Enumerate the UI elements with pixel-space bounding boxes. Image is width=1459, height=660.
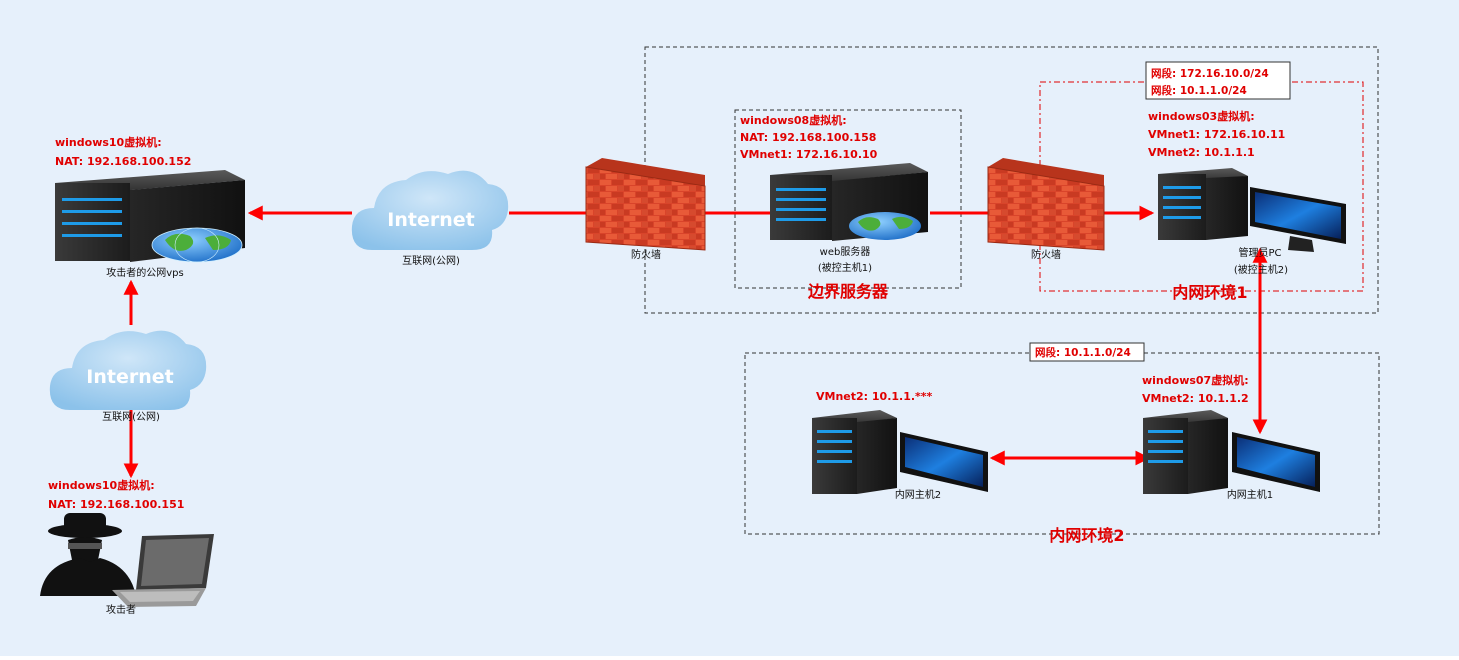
attacker-caption: 攻击者 (106, 603, 136, 616)
cloud-internet-top-icon (351, 170, 509, 250)
vps-caption: 攻击者的公网vps (106, 266, 183, 279)
zone-border-title: 边界服务器 (807, 282, 889, 301)
host2-vmnet2-ip: VMnet2: 10.1.1.*** (816, 390, 933, 403)
intranet-host-1-icon (1143, 410, 1320, 494)
admin-vmnet1-ip: VMnet1: 172.16.10.11 (1148, 128, 1285, 141)
web-caption: web服务器 (820, 245, 871, 258)
hacker-icon (40, 513, 136, 596)
zone2-title: 内网环境2 (1049, 526, 1124, 545)
laptop-icon (112, 534, 214, 607)
admin-vmnet2-ip: VMnet2: 10.1.1.1 (1148, 146, 1255, 159)
cloud-internet-left-icon (49, 330, 207, 410)
segment-tag-box-1 (1145, 61, 1291, 100)
attacker-vps-server-icon (55, 170, 245, 263)
attacker-nat-ip: NAT: 192.168.100.151 (48, 498, 184, 511)
host2-caption: 内网主机2 (895, 488, 941, 501)
host1-caption: 内网主机1 (1227, 488, 1273, 501)
globe-icon (151, 227, 243, 263)
attacker-vm-title: windows10虚拟机: (48, 478, 155, 492)
cloud-left-label: Internet (86, 366, 173, 388)
web-vm-title: windows08虚拟机: (740, 113, 847, 127)
segment-tag-box-3 (1029, 342, 1145, 362)
vps-vm-title: windows10虚拟机: (55, 135, 162, 149)
cloud-left-caption: 互联网(公网) (102, 411, 160, 423)
admin-vm-title: windows03虚拟机: (1148, 109, 1255, 123)
globe-icon (849, 212, 921, 240)
web-server-icon (770, 163, 928, 241)
firewall-1-caption: 防火墙 (631, 248, 661, 261)
host1-vm-title: windows07虚拟机: (1142, 373, 1249, 387)
admin-caption-2: (被控主机2) (1234, 263, 1288, 276)
monitor-icon (900, 432, 988, 492)
web-server-box (734, 109, 962, 289)
segment-tag-1: 网段: 172.16.10.0/24 (1151, 67, 1269, 80)
admin-caption: 管理员PC (1238, 246, 1281, 259)
web-nat-ip: NAT: 192.168.100.158 (740, 131, 876, 144)
admin-pc-icon (1158, 168, 1346, 252)
firewall-1-icon (585, 158, 706, 251)
segment-tag-2: 网段: 10.1.1.0/24 (1151, 84, 1247, 97)
firewall-2-caption: 防火墙 (1031, 248, 1061, 261)
zone1-title: 内网环境1 (1172, 283, 1247, 302)
segment-tag-3: 网段: 10.1.1.0/24 (1035, 346, 1131, 359)
monitor-icon (1250, 187, 1346, 252)
firewall-2-icon (987, 158, 1105, 251)
web-vmnet1-ip: VMnet1: 172.16.10.10 (740, 148, 878, 161)
monitor-icon (1232, 432, 1320, 492)
vps-nat-ip: NAT: 192.168.100.152 (55, 155, 191, 168)
cloud-top-label: Internet (387, 209, 474, 231)
web-caption-2: (被控主机1) (818, 261, 872, 274)
host1-vmnet2-ip: VMnet2: 10.1.1.2 (1142, 392, 1249, 405)
cloud-top-caption: 互联网(公网) (402, 255, 460, 267)
intranet-host-2-icon (812, 410, 988, 494)
